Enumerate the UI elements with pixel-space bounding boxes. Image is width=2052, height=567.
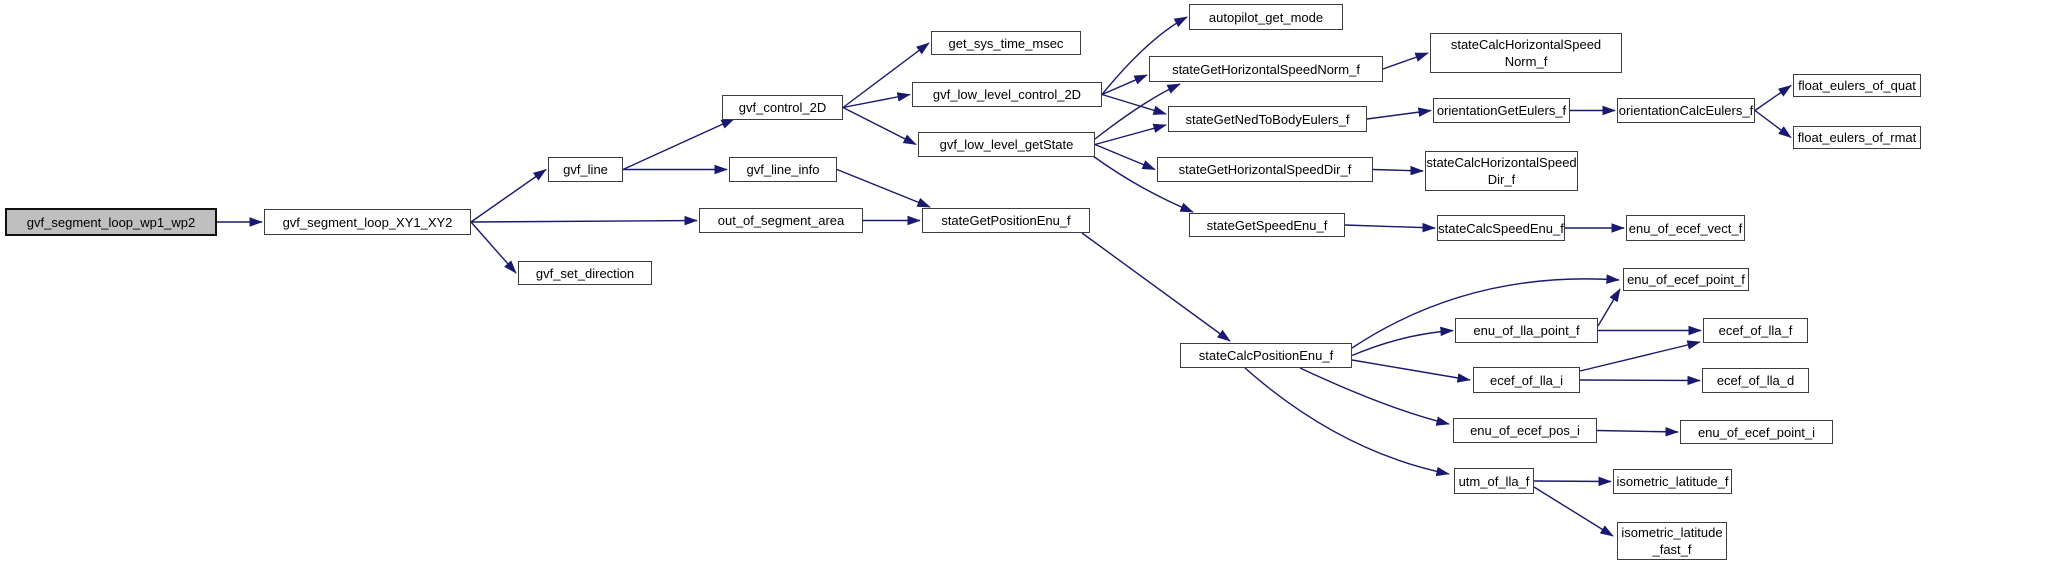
graph-node-float_eulers_of_quat[interactable]: float_eulers_of_quat (1793, 74, 1921, 97)
graph-node-get_sys_time_msec[interactable]: get_sys_time_msec (931, 31, 1081, 55)
graph-node-gvf_set_direction[interactable]: gvf_set_direction (518, 261, 652, 285)
edge-gvf_control_2D-to-gvf_low_level_getState (842, 106, 917, 146)
edge-stateGetPositionEnu_f-to-stateCalcPositionEnu_f (1081, 232, 1231, 342)
graph-node-orientationCalcEulers_f[interactable]: orientationCalcEulers_f (1617, 98, 1755, 123)
edge-ecef_of_lla_i-to-ecef_of_lla_f (1579, 340, 1701, 372)
graph-node-isometric_latitude_fast_f[interactable]: isometric_latitude _fast_f (1617, 522, 1727, 560)
graph-node-enu_of_ecef_point_f[interactable]: enu_of_ecef_point_f (1623, 268, 1749, 291)
graph-node-enu_of_ecef_vect_f[interactable]: enu_of_ecef_vect_f (1626, 215, 1745, 241)
edge-stateCalcPositionEnu_f-to-utm_of_lla_f (1244, 367, 1450, 477)
edge-gvf_low_level_control_2D-to-stateGetHorizontalSpeedNorm_f (1101, 74, 1148, 96)
edge-stateGetNedToBodyEulers_f-to-orientationGetEulers_f (1366, 107, 1432, 120)
edge-gvf_low_level_getState-to-stateGetSpeedEnu_f (1092, 155, 1194, 213)
graph-node-ecef_of_lla_d[interactable]: ecef_of_lla_d (1702, 368, 1809, 393)
edge-gvf_low_level_control_2D-to-stateGetNedToBodyEulers_f (1101, 93, 1167, 115)
graph-node-isometric_latitude_f[interactable]: isometric_latitude_f (1613, 469, 1732, 494)
graph-node-stateCalcPositionEnu_f[interactable]: stateCalcPositionEnu_f (1180, 343, 1352, 368)
graph-node-utm_of_lla_f[interactable]: utm_of_lla_f (1454, 468, 1534, 494)
edge-stateCalcPositionEnu_f-to-enu_of_ecef_point_f (1351, 274, 1620, 349)
graph-node-stateCalcHorizontalSpeedNorm_f[interactable]: stateCalcHorizontalSpeed Norm_f (1430, 33, 1622, 73)
edge-gvf_segment_loop_XY1_XY2-to-gvf_set_direction (470, 221, 517, 274)
graph-node-stateGetHorizontalSpeedNorm_f[interactable]: stateGetHorizontalSpeedNorm_f (1149, 56, 1383, 82)
graph-node-enu_of_lla_point_f[interactable]: enu_of_lla_point_f (1455, 318, 1598, 343)
graph-node-stateGetPositionEnu_f[interactable]: stateGetPositionEnu_f (922, 208, 1090, 233)
graph-node-stateGetHorizontalSpeedDir_f[interactable]: stateGetHorizontalSpeedDir_f (1157, 157, 1373, 182)
graph-node-stateGetSpeedEnu_f[interactable]: stateGetSpeedEnu_f (1189, 213, 1345, 237)
graph-node-gvf_line[interactable]: gvf_line (548, 157, 623, 182)
graph-node-autopilot_get_mode[interactable]: autopilot_get_mode (1189, 4, 1343, 30)
edge-enu_of_lla_point_f-to-enu_of_ecef_point_f (1597, 288, 1621, 327)
edge-gvf_low_level_getState-to-stateGetHorizontalSpeedNorm_f (1094, 83, 1181, 140)
edge-stateCalcPositionEnu_f-to-enu_of_lla_point_f (1351, 326, 1454, 357)
graph-node-out_of_segment_area[interactable]: out_of_segment_area (699, 208, 863, 233)
edge-gvf_low_level_getState-to-stateGetHorizontalSpeedDir_f (1094, 143, 1156, 171)
edge-orientationCalcEulers_f-to-float_eulers_of_rmat (1754, 109, 1792, 139)
edge-ecef_of_lla_i-to-ecef_of_lla_d (1579, 375, 1701, 386)
graph-node-enu_of_ecef_pos_i[interactable]: enu_of_ecef_pos_i (1453, 418, 1597, 443)
edge-stateGetHorizontalSpeedNorm_f-to-stateCalcHorizontalSpeedNorm_f (1382, 52, 1429, 70)
edge-gvf_low_level_control_2D-to-autopilot_get_mode (1101, 16, 1188, 95)
edge-orientationCalcEulers_f-to-float_eulers_of_quat (1754, 84, 1792, 112)
graph-node-stateGetNedToBodyEulers_f[interactable]: stateGetNedToBodyEulers_f (1168, 106, 1367, 132)
graph-node-gvf_control_2D[interactable]: gvf_control_2D (722, 95, 843, 120)
graph-node-orientationGetEulers_f[interactable]: orientationGetEulers_f (1433, 98, 1570, 123)
graph-node-stateCalcSpeedEnu_f[interactable]: stateCalcSpeedEnu_f (1437, 215, 1565, 241)
edge-enu_of_ecef_pos_i-to-enu_of_ecef_point_i (1596, 427, 1679, 437)
graph-node-enu_of_ecef_point_i[interactable]: enu_of_ecef_point_i (1680, 420, 1833, 444)
edge-utm_of_lla_f-to-isometric_latitude_f (1533, 476, 1612, 487)
edge-gvf_line-to-gvf_control_2D (622, 118, 735, 171)
edge-stateCalcPositionEnu_f-to-enu_of_ecef_pos_i (1299, 367, 1450, 426)
graph-node-gvf_segment_loop_XY1_XY2[interactable]: gvf_segment_loop_XY1_XY2 (264, 209, 471, 235)
graph-node-gvf_low_level_getState[interactable]: gvf_low_level_getState (918, 132, 1095, 157)
edge-stateCalcPositionEnu_f-to-ecef_of_lla_i (1351, 359, 1471, 383)
edge-gvf_control_2D-to-gvf_low_level_control_2D (842, 92, 911, 109)
graph-node-stateCalcHorizontalSpeedDir_f[interactable]: stateCalcHorizontalSpeed Dir_f (1425, 151, 1578, 191)
edge-gvf_segment_loop_XY1_XY2-to-gvf_line (470, 168, 547, 223)
edge-stateGetHorizontalSpeedDir_f-to-stateCalcHorizontalSpeedDir_f (1372, 165, 1424, 176)
graph-node-ecef_of_lla_i[interactable]: ecef_of_lla_i (1473, 367, 1580, 393)
edge-gvf_control_2D-to-get_sys_time_msec (842, 42, 930, 109)
edge-gvf_segment_loop_XY1_XY2-to-out_of_segment_area (470, 215, 698, 226)
edge-stateGetSpeedEnu_f-to-stateCalcSpeedEnu_f (1344, 222, 1436, 233)
graph-node-gvf_low_level_control_2D[interactable]: gvf_low_level_control_2D (912, 82, 1102, 107)
graph-node-gvf_segment_loop_wp1_wp2: gvf_segment_loop_wp1_wp2 (5, 208, 217, 236)
graph-node-gvf_line_info[interactable]: gvf_line_info (729, 157, 837, 182)
edge-utm_of_lla_f-to-isometric_latitude_fast_f (1533, 486, 1614, 537)
graph-node-ecef_of_lla_f[interactable]: ecef_of_lla_f (1703, 318, 1808, 343)
edge-gvf_low_level_getState-to-stateGetNedToBodyEulers_f (1094, 123, 1167, 146)
edge-gvf_line_info-to-stateGetPositionEnu_f (836, 168, 931, 208)
graph-node-float_eulers_of_rmat[interactable]: float_eulers_of_rmat (1793, 126, 1921, 149)
